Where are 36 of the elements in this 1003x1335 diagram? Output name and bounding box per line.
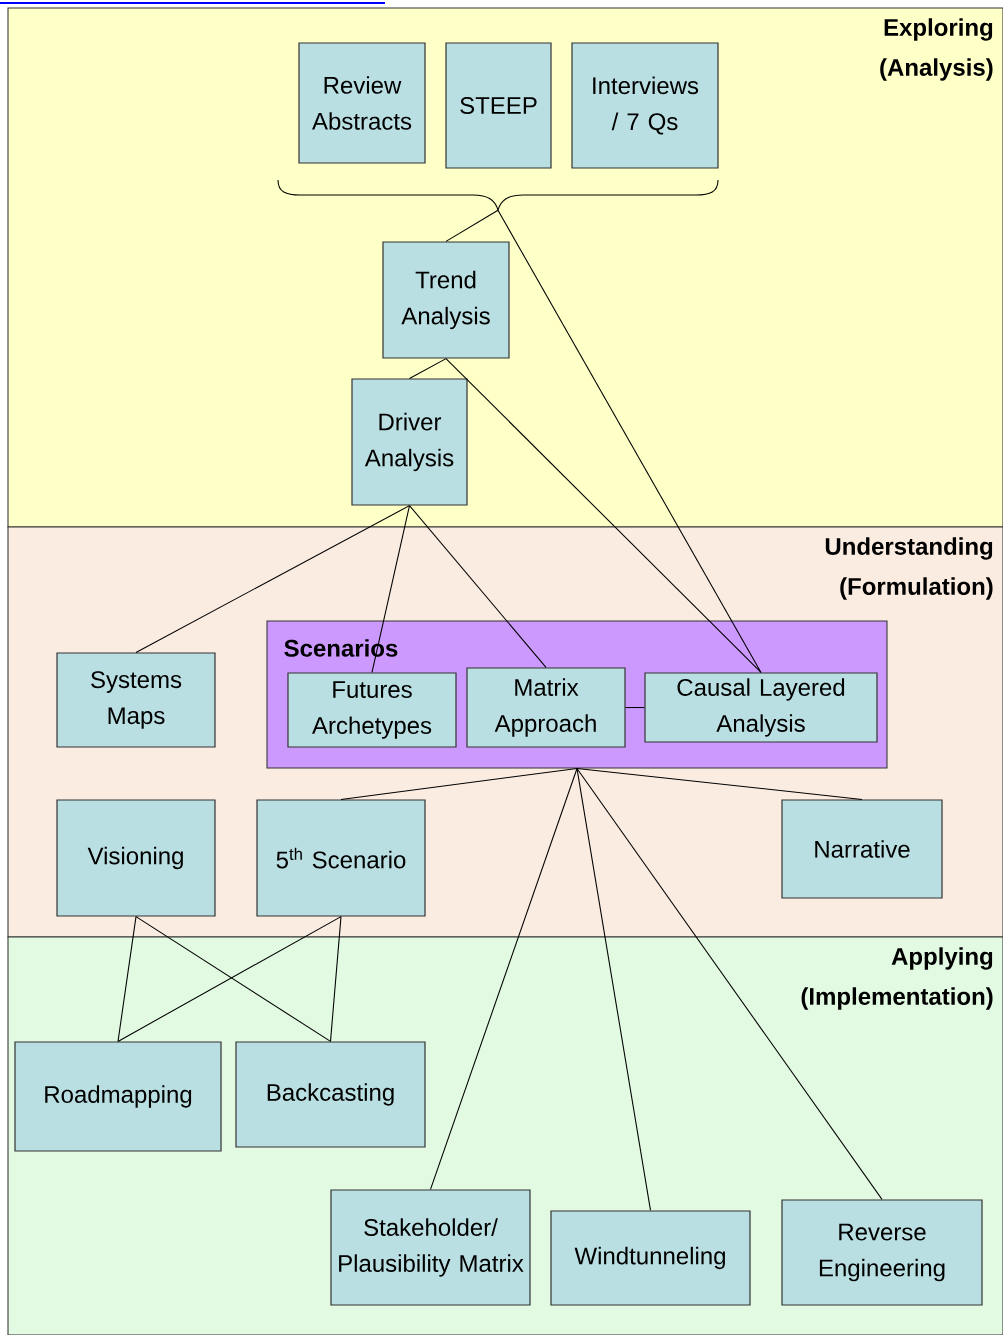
connector-line: [497, 209, 762, 673]
connector-line: [329, 916, 342, 1042]
process-box: Causal Layered Analysis: [644, 672, 878, 743]
process-box: Reverse Engineering: [781, 1199, 983, 1306]
process-box: Visioning: [56, 799, 216, 917]
process-box: Narrative: [781, 799, 943, 899]
curly-brace: [277, 179, 719, 211]
process-box: Windtunneling: [550, 1210, 751, 1306]
process-box: Interviews / 7 Qs: [571, 42, 719, 169]
connector-line: [576, 768, 883, 1200]
process-box: Backcasting: [235, 1041, 426, 1148]
process-box: Roadmapping: [14, 1041, 222, 1152]
process-box: Stakeholder/ Plausibility Matrix: [330, 1189, 531, 1306]
process-box: 5$^{th}$ Scenario: [256, 799, 426, 917]
process-box: Driver Analysis: [351, 378, 468, 506]
process-box: Review Abstracts: [298, 42, 426, 164]
connector-line: [371, 505, 411, 673]
connector-line: [408, 505, 547, 668]
process-box: Trend Analysis: [382, 241, 510, 359]
connector-line: [429, 768, 578, 1190]
process-box: Matrix Approach: [466, 667, 626, 748]
connector-line: [135, 505, 411, 653]
connector-line: [445, 209, 499, 242]
connector-line: [576, 768, 863, 800]
connector-line: [625, 706, 645, 709]
process-box: Systems Maps: [56, 652, 216, 748]
band-heading: Applying (Implementation): [801, 947, 993, 1010]
band-heading: Exploring (Analysis): [880, 18, 993, 81]
process-box: Futures Archetypes: [287, 672, 457, 748]
connector-line: [408, 358, 447, 379]
band-heading: Understanding (Formulation): [825, 537, 993, 600]
connector-line: [445, 358, 762, 673]
connector-line: [340, 768, 578, 800]
process-box: STEEP: [445, 42, 552, 169]
connector-line: [576, 768, 652, 1211]
connector-line: [117, 916, 137, 1042]
